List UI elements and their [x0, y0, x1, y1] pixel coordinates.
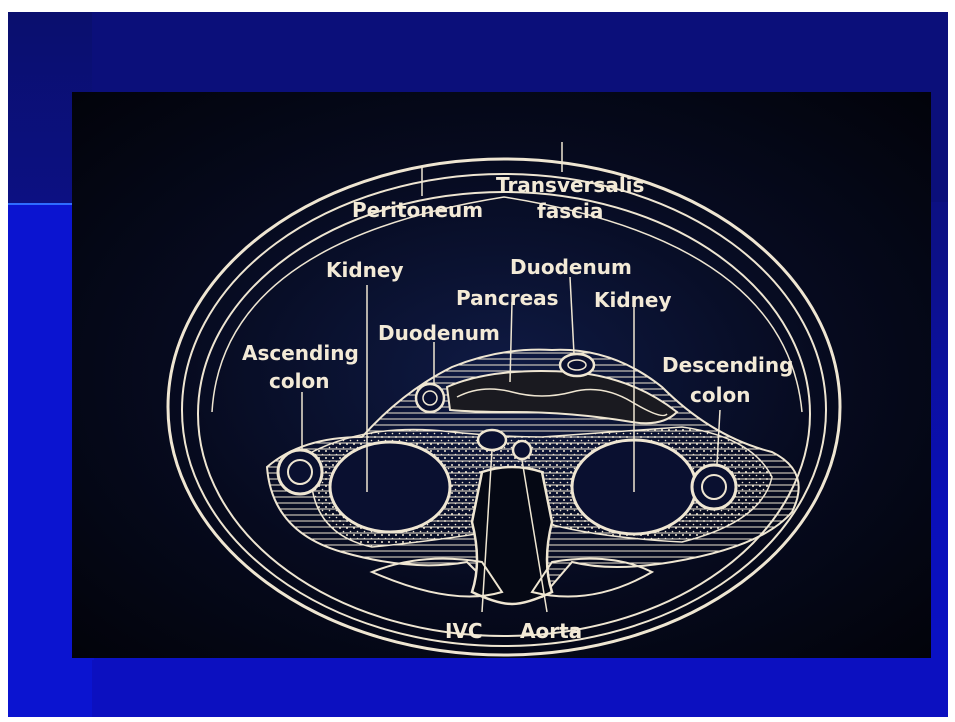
- label-descending-1: Descending: [662, 353, 793, 377]
- label-ascending-2: colon: [269, 369, 329, 393]
- label-peritoneum: Peritoneum: [352, 198, 483, 222]
- label-ascending-1: Ascending: [242, 341, 359, 365]
- ascending-colon-shape: [278, 450, 322, 494]
- abdomen-cross-section-diagram: Transversalis fascia Peritoneum Kidney D…: [72, 92, 931, 658]
- aorta-shape: [513, 441, 531, 459]
- duodenum-top-shape: [560, 354, 594, 376]
- ivc-shape: [478, 430, 506, 450]
- anatomy-photo: Transversalis fascia Peritoneum Kidney D…: [72, 92, 931, 658]
- label-transversalis-1: Transversalis: [496, 173, 644, 197]
- label-duodenum-left: Duodenum: [378, 321, 500, 345]
- label-ivc: IVC: [445, 619, 483, 643]
- duodenum-left-shape: [416, 384, 444, 412]
- bottom-band: [92, 660, 948, 717]
- label-descending-2: colon: [690, 383, 750, 407]
- label-kidney-left: Kidney: [326, 258, 404, 282]
- label-duodenum-top: Duodenum: [510, 255, 632, 279]
- label-aorta: Aorta: [520, 619, 582, 643]
- descending-colon-shape: [692, 465, 736, 509]
- left-kidney-shape: [330, 442, 450, 532]
- label-transversalis-2: fascia: [537, 199, 603, 223]
- label-pancreas: Pancreas: [456, 286, 559, 310]
- label-kidney-right: Kidney: [594, 288, 672, 312]
